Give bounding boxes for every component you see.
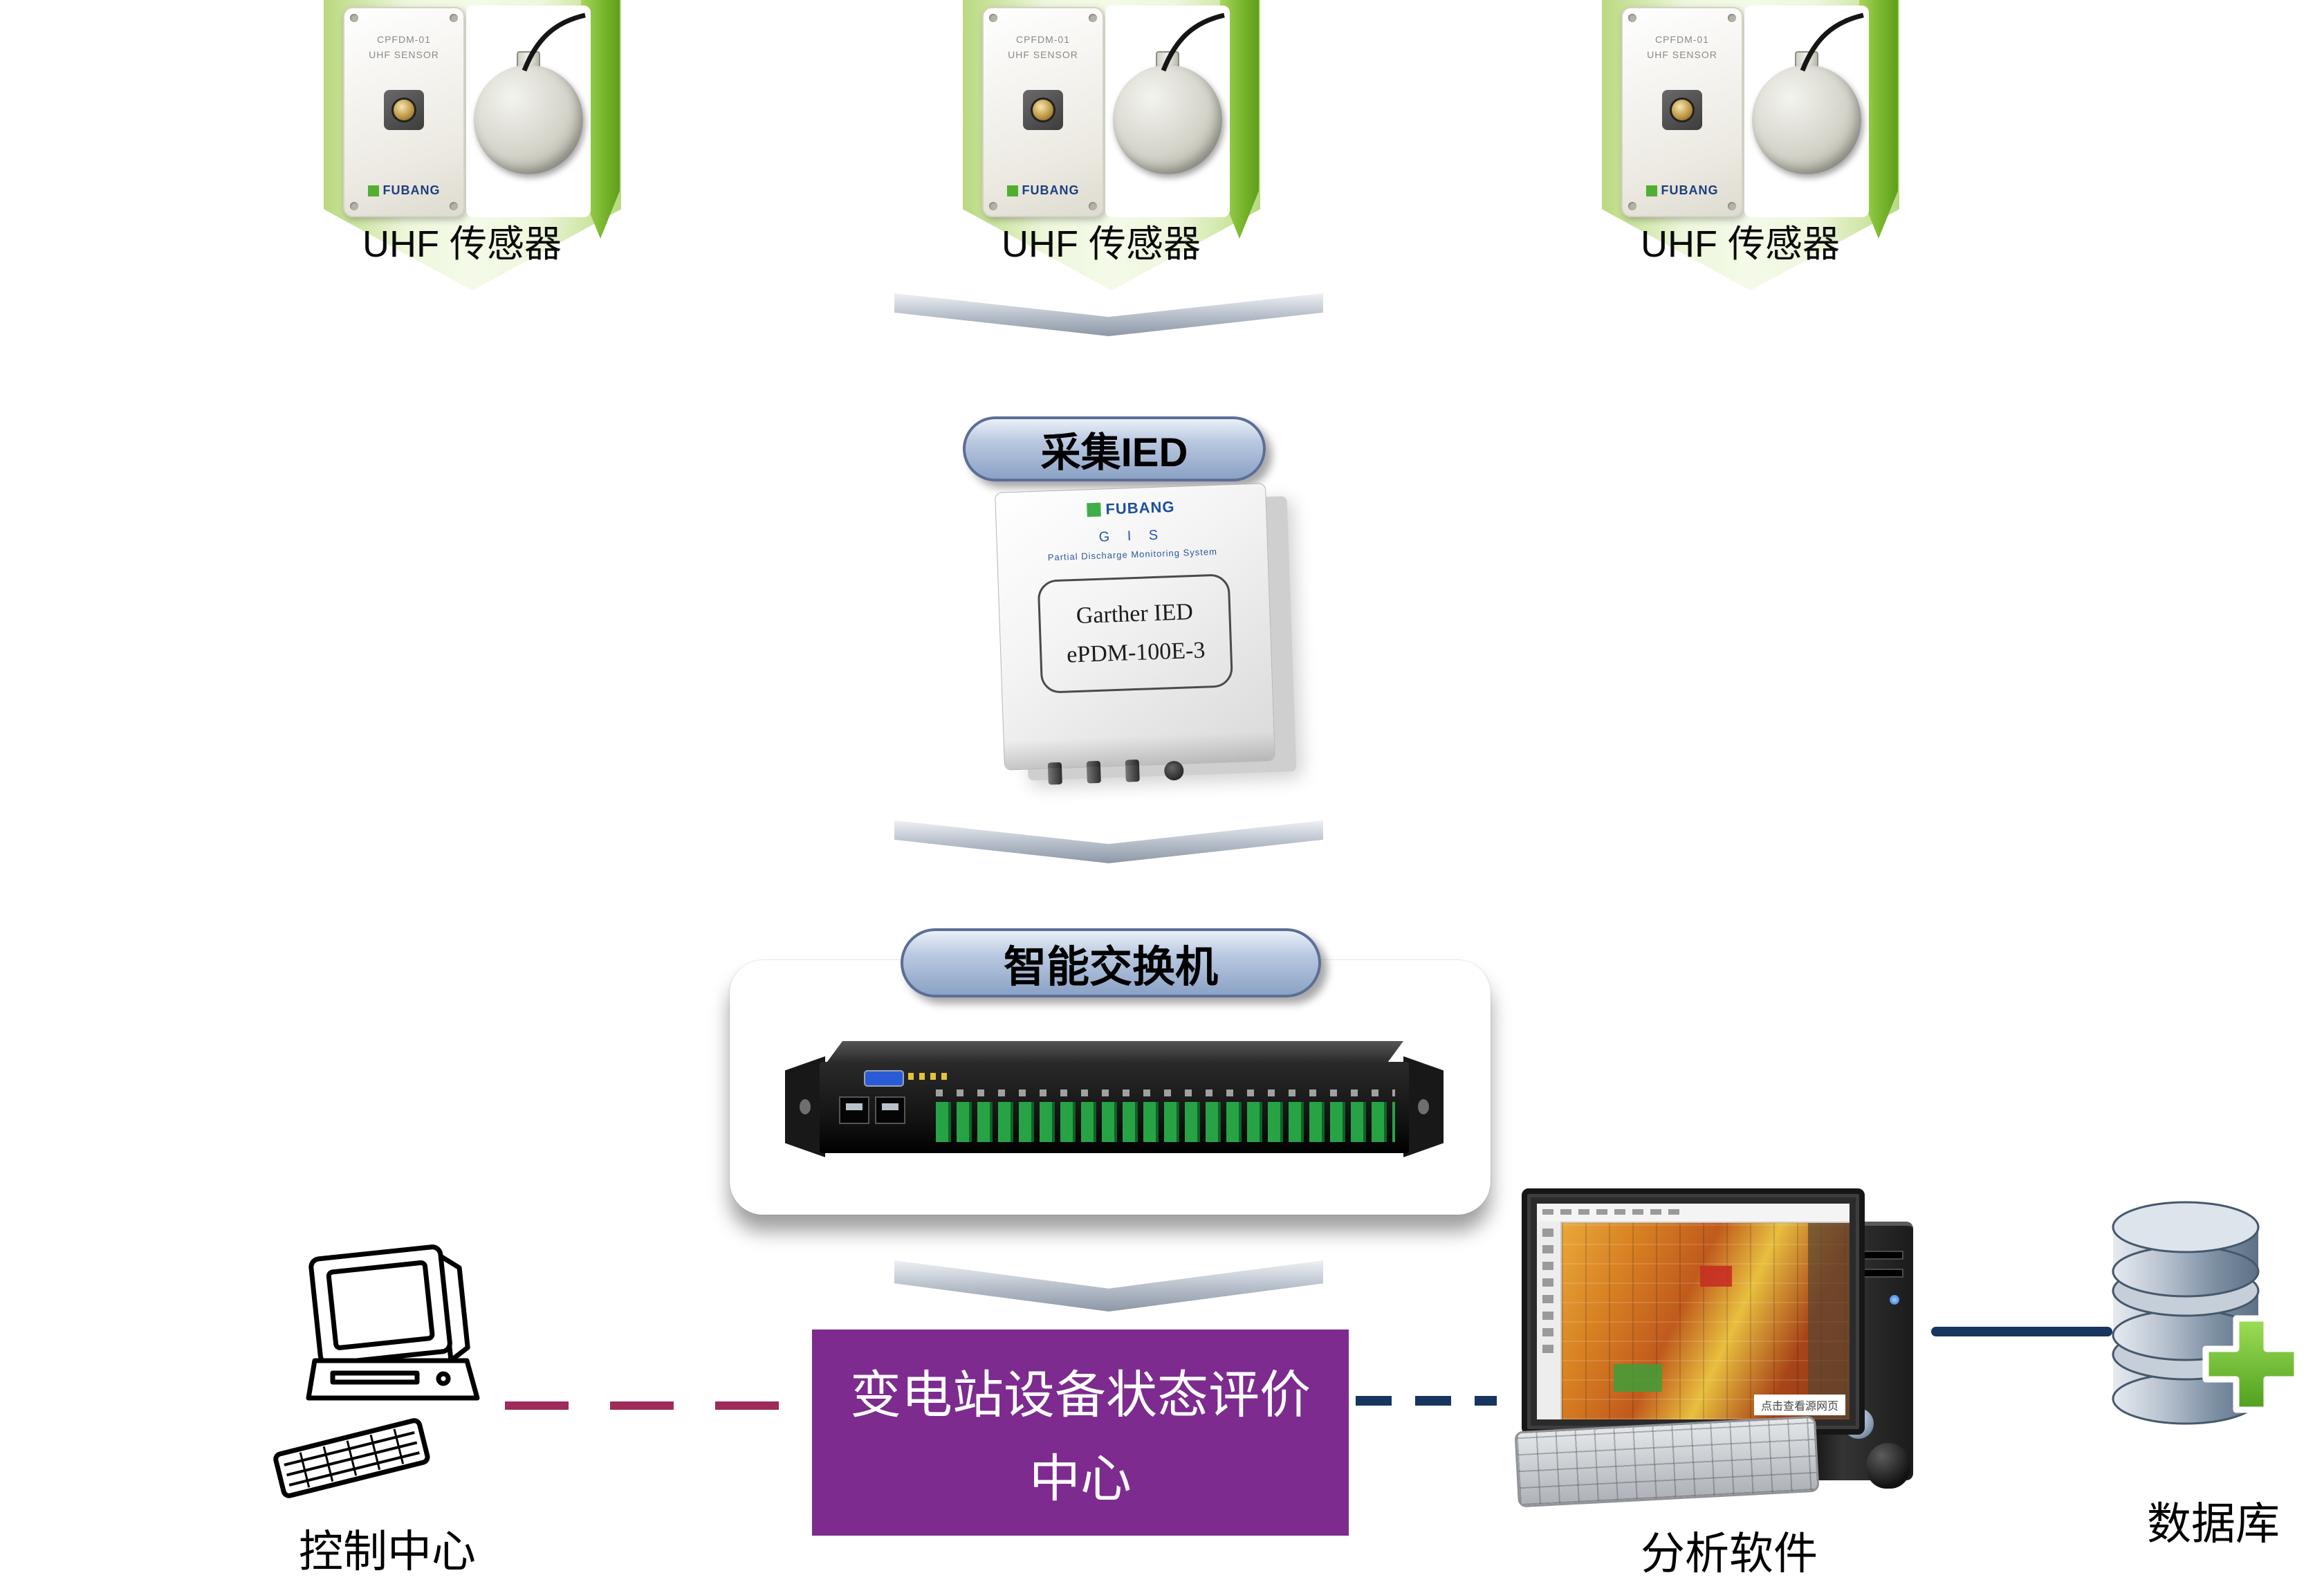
analysis-monitor: 点击查看源网页 xyxy=(1522,1188,1865,1435)
mouse xyxy=(1866,1443,1910,1489)
rj45-port-icon xyxy=(839,1096,869,1124)
n-connector-icon xyxy=(384,90,424,130)
analysis-dashed-link xyxy=(1356,1396,1497,1406)
database-solid-link xyxy=(1931,1327,2112,1336)
screw-icon xyxy=(450,14,458,22)
screw-icon xyxy=(1089,14,1097,22)
analysis-software-screen: 点击查看源网页 xyxy=(1537,1204,1850,1419)
down-arrow-icon xyxy=(894,293,1323,336)
fubang-logo-icon xyxy=(1087,502,1101,517)
screen-scada-view xyxy=(1562,1223,1850,1419)
rack-ear-icon xyxy=(1403,1056,1444,1157)
sensor-cable-icon xyxy=(522,12,586,72)
screw-icon xyxy=(989,14,997,22)
connector-icon xyxy=(1086,760,1101,784)
evaluation-center-line1: 变电站设备状态评价 xyxy=(850,1368,1311,1424)
control-center-label: 控制中心 xyxy=(299,1527,476,1576)
screen-watermark: 点击查看源网页 xyxy=(1753,1395,1845,1415)
sensor-disc-icon xyxy=(1752,65,1861,174)
n-connector-icon xyxy=(1662,90,1702,130)
plus-icon xyxy=(2202,1315,2300,1413)
rack-ear-icon xyxy=(785,1056,825,1157)
ied-pill-label: 采集IED xyxy=(963,416,1266,481)
database-label: 数据库 xyxy=(2147,1500,2280,1549)
connector-icon xyxy=(1125,759,1140,782)
sensor-cable-icon xyxy=(1161,12,1225,72)
connector-icon xyxy=(1047,762,1062,785)
port-number-row xyxy=(936,1089,1395,1096)
uhf-sensor-label: UHF 传感器 xyxy=(1641,223,1840,265)
control-center-computer-drawing xyxy=(273,1244,480,1498)
smart-switch-photo xyxy=(785,1041,1444,1172)
fiber-port-row-icon xyxy=(936,1102,1395,1142)
screw-icon xyxy=(1728,202,1736,210)
screen-menubar xyxy=(1537,1204,1850,1223)
gather-ied-device-photo: FUBANG G I S Partial Discharge Monitorin… xyxy=(995,483,1275,785)
screen-dark-panel xyxy=(1808,1223,1850,1419)
n-connector-icon xyxy=(1023,90,1063,130)
ied-name: Garther IED xyxy=(1076,599,1194,629)
screen-red-patch xyxy=(1699,1266,1732,1287)
screw-icon xyxy=(1628,14,1636,22)
screen-green-patch xyxy=(1613,1364,1662,1392)
ied-nameplate: Garther IED ePDM-100E-3 xyxy=(1037,573,1234,694)
screw-icon xyxy=(350,14,358,22)
evaluation-center-box: 变电站设备状态评价 中心 xyxy=(812,1330,1349,1536)
screen-toolbar xyxy=(1537,1222,1562,1419)
fubang-logo: FUBANG xyxy=(984,183,1103,198)
down-arrow-icon xyxy=(894,1260,1323,1312)
sensor-cable-icon xyxy=(1800,12,1864,72)
screw-icon xyxy=(1628,202,1636,210)
screw-icon xyxy=(350,202,358,210)
sensor-disc-icon xyxy=(1113,65,1222,174)
uhf-sensor-label: UHF 传感器 xyxy=(1002,223,1201,265)
control-center-dashed-link xyxy=(505,1401,806,1410)
ied-model: ePDM-100E-3 xyxy=(1066,637,1206,668)
fubang-logo-icon xyxy=(1006,185,1018,196)
analysis-software-label: 分析软件 xyxy=(1641,1529,1818,1579)
rj45-port-icon xyxy=(875,1096,905,1124)
sensor-disc-icon xyxy=(474,65,583,174)
round-connector-icon xyxy=(1163,760,1184,781)
switch-pill-label: 智能交换机 xyxy=(901,928,1321,997)
power-button-icon xyxy=(1890,1295,1899,1305)
uhf-disc-sensor-photo xyxy=(1744,6,1869,217)
keyboard xyxy=(1514,1415,1820,1508)
screw-icon xyxy=(450,202,458,210)
vga-port-icon xyxy=(864,1070,904,1087)
fubang-logo: FUBANG xyxy=(1087,498,1175,519)
database-icon xyxy=(2112,1201,2300,1425)
uhf-disc-sensor-photo xyxy=(466,6,591,217)
fubang-logo-icon xyxy=(367,185,379,196)
led-row-icon xyxy=(908,1073,950,1080)
evaluation-center-line2: 中心 xyxy=(1029,1451,1132,1508)
uhf-sensor-label: UHF 传感器 xyxy=(362,223,562,265)
ied-connectors xyxy=(1047,758,1184,785)
uhf-disc-sensor-photo xyxy=(1105,6,1230,217)
screw-icon xyxy=(1089,202,1097,210)
switch-front-face xyxy=(820,1062,1409,1153)
fubang-logo-icon xyxy=(1645,185,1657,196)
screw-icon xyxy=(1728,14,1736,22)
screw-icon xyxy=(989,202,997,210)
fubang-logo: FUBANG xyxy=(344,183,463,198)
switch-top-face xyxy=(825,1041,1403,1065)
down-arrow-icon xyxy=(894,820,1323,863)
fubang-logo: FUBANG xyxy=(1623,183,1742,198)
